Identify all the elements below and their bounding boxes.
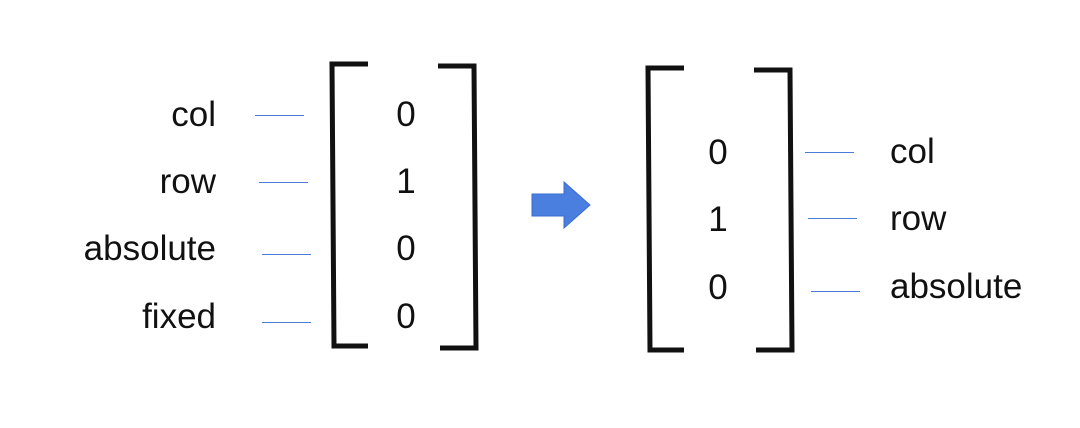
left-label-col: col <box>171 95 216 134</box>
right-value-absolute: 0 <box>708 268 728 307</box>
right-label-col: col <box>890 132 935 171</box>
right-label-row: row <box>890 199 947 238</box>
left-value-absolute: 0 <box>396 229 416 268</box>
left-value-col: 0 <box>396 95 416 134</box>
right-value-row: 1 <box>708 200 728 239</box>
right-matrix-close-bracket <box>754 67 795 353</box>
right-label-absolute: absolute <box>890 267 1023 306</box>
left-value-fixed: 0 <box>396 297 416 336</box>
left-connector-absolute <box>262 254 311 255</box>
left-matrix-open-bracket <box>329 61 368 349</box>
left-label-row: row <box>159 162 216 201</box>
right-connector-col <box>805 152 854 153</box>
right-value-col: 0 <box>708 133 728 172</box>
right-matrix-open-bracket <box>645 65 684 353</box>
right-connector-row <box>808 218 857 219</box>
left-matrix-close-bracket <box>438 63 479 351</box>
left-connector-col <box>255 115 304 116</box>
right-connector-absolute <box>811 291 860 292</box>
left-connector-fixed <box>262 322 311 323</box>
left-connector-row <box>259 182 308 183</box>
left-label-absolute: absolute <box>83 229 216 268</box>
left-label-fixed: fixed <box>142 297 216 336</box>
left-value-row: 1 <box>396 162 416 201</box>
right-arrow-icon <box>531 180 591 230</box>
